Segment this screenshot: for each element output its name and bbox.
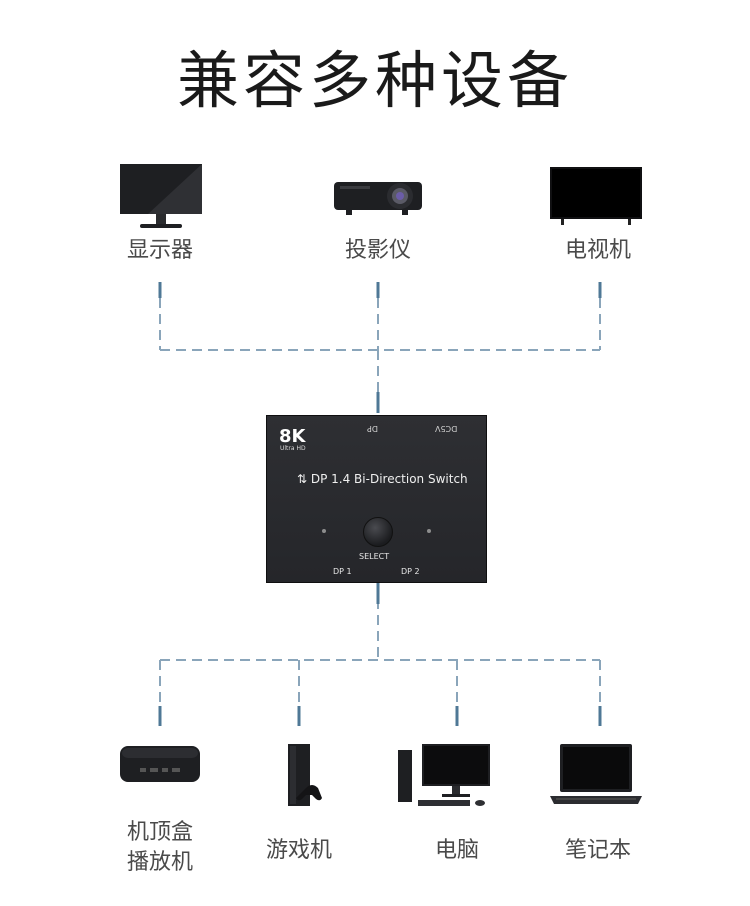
game-console-icon <box>288 744 322 806</box>
desktop-computer-label: 电脑 <box>434 838 479 863</box>
switch-port-dp: DP <box>367 424 378 433</box>
switch-ultra-hd: Ultra HD <box>280 445 306 452</box>
switch-model-name: ⇅ DP 1.4 Bi-Direction Switch <box>297 472 468 486</box>
projector-label: 投影仪 <box>344 238 411 263</box>
laptop-label: 笔记本 <box>564 838 631 863</box>
set-top-box-label: 机顶盒 播放机 <box>90 818 230 878</box>
set-top-box-icon <box>120 746 200 782</box>
set-top-box-label-line1: 机顶盒 <box>126 820 193 845</box>
projector-icon <box>334 182 422 215</box>
monitor-label: 显示器 <box>126 238 193 263</box>
port-dp2-label: DP 2 <box>401 567 420 576</box>
select-button-label: SELECT <box>359 552 390 561</box>
desktop-computer-icon <box>398 744 490 806</box>
laptop-icon <box>550 744 642 804</box>
dp-switch-device: 8K Ultra HD DP DC5V ⇅ DP 1.4 Bi-Directio… <box>266 415 487 583</box>
monitor-icon <box>120 164 202 228</box>
set-top-box-label-line2: 播放机 <box>126 850 193 875</box>
tv-label: 电视机 <box>564 238 631 263</box>
port-dp1-label: DP 1 <box>333 567 352 576</box>
switch-8k-badge: 8K <box>279 426 306 447</box>
switch-port-power: DC5V <box>435 424 458 433</box>
select-button[interactable] <box>363 517 393 547</box>
led-dp2-indicator <box>427 529 431 533</box>
game-console-label: 游戏机 <box>265 838 332 863</box>
tv-icon <box>550 167 642 225</box>
page-title: 兼容多种设备 <box>176 44 573 117</box>
led-dp1-indicator <box>322 529 326 533</box>
